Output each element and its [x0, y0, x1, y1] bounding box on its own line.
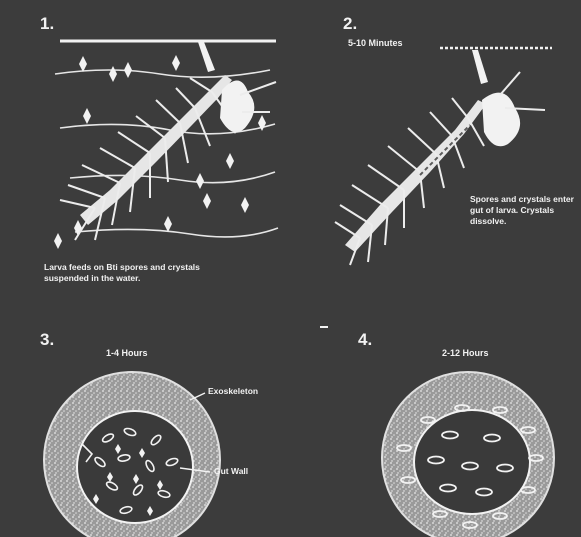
panel-4-time: 2-12 Hours	[442, 348, 489, 358]
panel-3-time: 1-4 Hours	[106, 348, 148, 358]
larva-2	[335, 50, 545, 265]
panel-3-cross-section	[44, 372, 220, 537]
exoskeleton-label: Exoskeleton	[208, 386, 258, 396]
panel-4-number: 4.	[358, 330, 372, 350]
panel-2-caption: Spores and crystals enter gut of larva. …	[470, 194, 574, 227]
larva-1	[60, 42, 276, 240]
panel-1-caption: Larva feeds on Bti spores and crystals s…	[44, 262, 244, 284]
panel-1-number: 1.	[40, 14, 54, 34]
panel-2-number: 2.	[343, 14, 357, 34]
gut-wall-label: Gut Wall	[214, 466, 248, 476]
panel-4-cross-section	[382, 372, 554, 537]
panel-3-number: 3.	[40, 330, 54, 350]
panel-1-scene	[54, 41, 278, 249]
panel-2-time: 5-10 Minutes	[348, 38, 403, 48]
gut-lumen-3	[77, 411, 193, 523]
panel-2-scene	[335, 48, 552, 265]
